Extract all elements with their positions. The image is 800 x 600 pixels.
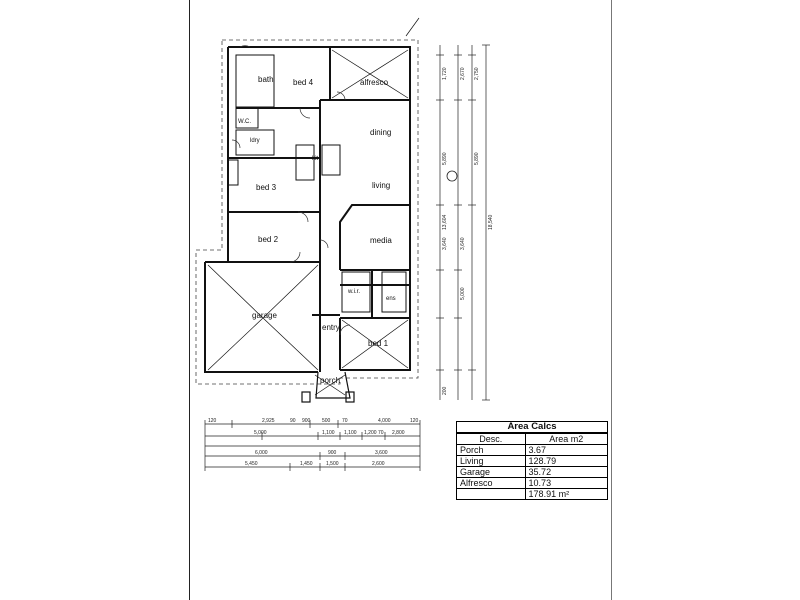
north-point-icon: [446, 170, 458, 182]
room-porch: porch: [320, 376, 340, 385]
dim-bottom-1-3: 90: [290, 418, 296, 424]
dim-right-11: 200: [442, 386, 448, 395]
total-desc-empty: [456, 488, 526, 500]
total-row: 178.91 m²: [456, 488, 609, 500]
roofline: [195, 39, 419, 385]
row-desc: Garage: [456, 466, 526, 478]
door-swings: [231, 45, 351, 336]
room-entry: entry: [322, 323, 340, 332]
dim-right-1: 1,720: [442, 67, 448, 80]
row-area: 10.73: [524, 477, 609, 489]
total-area: 178.91 m²: [524, 488, 609, 500]
bottom-dimension-lines: [204, 420, 421, 471]
row-desc: Porch: [456, 444, 526, 456]
dim-bottom-1-6: 70: [342, 418, 348, 424]
col-area-header: Area m2: [524, 432, 609, 445]
row-desc: Alfresco: [456, 477, 526, 489]
table-row: Garage 35.72: [456, 466, 609, 478]
dim-bottom-2-2: 1,100: [322, 430, 335, 436]
room-garage: garage: [252, 311, 277, 320]
row-desc: Living: [456, 455, 526, 467]
wet-area-walls: [227, 54, 407, 313]
table-row: Porch 3.67: [456, 444, 609, 456]
right-dimension-lines: [436, 44, 490, 401]
row-area: 35.72: [524, 466, 609, 478]
dim-bottom-2-5: 70: [378, 430, 384, 436]
room-bed2: bed 2: [258, 235, 279, 244]
room-kit: kit: [312, 156, 318, 162]
page-border: [189, 0, 612, 600]
dim-right-6: 3,640: [442, 237, 448, 250]
dim-right-9: 13,604: [442, 214, 448, 230]
room-dining: dining: [370, 128, 391, 137]
dim-bottom-4-4: 2,600: [372, 461, 385, 467]
room-bath: bath: [258, 75, 274, 84]
dim-right-4: 5,890: [442, 152, 448, 165]
room-bed1: bed 1: [368, 339, 389, 348]
dim-bottom-1-7: 4,000: [378, 418, 391, 424]
dim-bottom-2-1: 5,000: [254, 430, 267, 436]
dim-bottom-2-6: 2,800: [392, 430, 405, 436]
room-ldry: ldry: [250, 138, 260, 144]
walls: [204, 46, 411, 373]
area-calcs-table: Area Calcs Desc. Area m2 Porch 3.67 Livi…: [456, 421, 609, 500]
roof-lines: [207, 17, 420, 396]
room-bed3: bed 3: [256, 183, 277, 192]
dim-right-5: 5,890: [474, 152, 480, 165]
dim-right-7: 3,640: [460, 237, 466, 250]
col-desc-header: Desc.: [456, 432, 526, 445]
room-media: media: [370, 236, 392, 245]
dim-bottom-2-3: 1,100: [344, 430, 357, 436]
dim-bottom-1-5: 500: [322, 418, 331, 424]
row-area: 128.79: [524, 455, 609, 467]
dim-bottom-4-2: 1,450: [300, 461, 313, 467]
table-row: Living 128.79: [456, 455, 609, 467]
dim-bottom-3-3: 3,600: [375, 450, 388, 456]
porch-outline: [301, 371, 355, 403]
area-calcs-title: Area Calcs: [456, 421, 608, 434]
room-bed4: bed 4: [293, 78, 314, 87]
table-row: Alfresco 10.73: [456, 477, 609, 489]
room-wir: w.i.r.: [347, 289, 360, 295]
dim-bottom-1-1: 120: [208, 418, 217, 424]
dim-bottom-4-3: 1,500: [326, 461, 339, 467]
room-living: living: [372, 181, 390, 190]
room-ens: ens: [386, 296, 396, 302]
dim-right-8: 5,000: [460, 287, 466, 300]
dim-bottom-1-8: 120: [410, 418, 419, 424]
dim-bottom-1-4: 900: [302, 418, 311, 424]
room-wc: W.C.: [238, 119, 251, 125]
room-alfresco: alfresco: [360, 78, 389, 87]
dim-bottom-4-1: 5,450: [245, 461, 258, 467]
dim-bottom-2-4: 1,200: [364, 430, 377, 436]
dim-bottom-1-2: 2,925: [262, 418, 275, 424]
dim-right-3: 2,750: [474, 67, 480, 80]
dim-bottom-3-2: 900: [328, 450, 337, 456]
dim-right-10: 18,540: [488, 214, 494, 230]
dim-bottom-3-1: 6,000: [255, 450, 268, 456]
dim-right-2: 2,670: [460, 67, 466, 80]
row-area: 3.67: [524, 444, 609, 456]
